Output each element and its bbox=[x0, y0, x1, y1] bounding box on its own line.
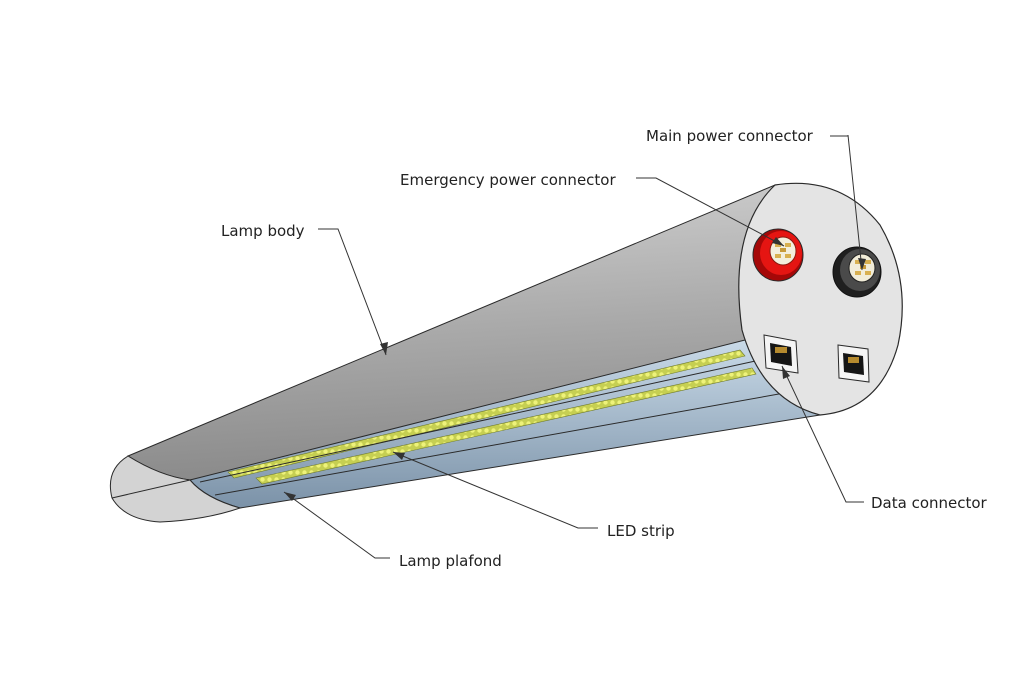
data-connector-right bbox=[837, 344, 870, 383]
leader-main-power bbox=[830, 134, 866, 271]
label-emergency-power-connector: Emergency power connector bbox=[400, 171, 616, 189]
leader-emergency-power bbox=[636, 177, 785, 247]
label-lamp-body: Lamp body bbox=[221, 222, 305, 240]
label-data-connector: Data connector bbox=[871, 494, 988, 512]
rj45-port-icon bbox=[770, 343, 792, 366]
left-end-cap bbox=[109, 455, 242, 523]
round-connector-icon bbox=[775, 243, 791, 258]
rj45-port-icon bbox=[843, 353, 864, 375]
led-strip-upper bbox=[227, 349, 746, 479]
leader-lamp-plafond bbox=[283, 491, 390, 559]
label-main-power-connector: Main power connector bbox=[646, 127, 814, 145]
data-connector-left bbox=[763, 334, 799, 374]
main-power-connector bbox=[832, 246, 882, 298]
leader-lamp-body bbox=[318, 228, 388, 356]
label-lamp-plafond: Lamp plafond bbox=[399, 552, 502, 570]
led-strip-lower bbox=[255, 367, 757, 485]
leader-data-connector bbox=[781, 365, 864, 503]
label-led-strip: LED strip bbox=[607, 522, 675, 540]
emergency-power-connector bbox=[752, 228, 804, 282]
leader-led-strip bbox=[392, 451, 598, 529]
